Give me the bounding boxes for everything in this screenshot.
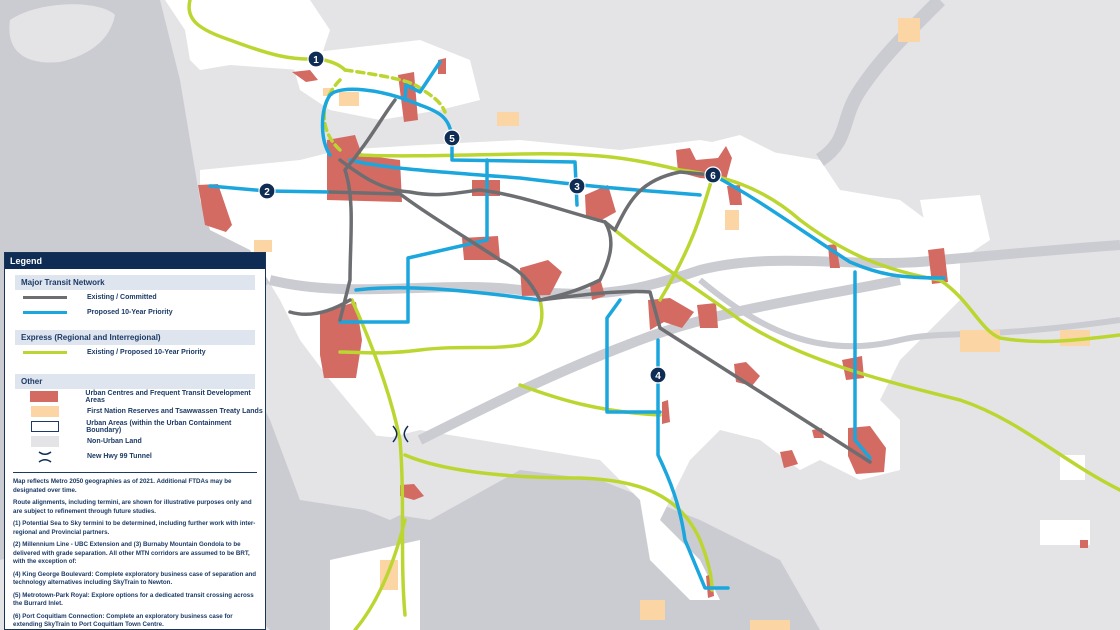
grey-line-swatch [23,296,67,299]
legend-panel: Legend Major Transit Network Existing / … [4,252,266,630]
note-2: Route alignments, including termini, are… [13,499,252,515]
legend-item-non-urban: Non-Urban Land [23,434,265,449]
blue-line-swatch [23,311,67,314]
express-routes [187,0,1120,630]
route-badges: 1 2 3 4 5 6 [258,50,722,384]
legend-item-existing-committed: Existing / Committed [23,290,265,305]
note-1: Map reflects Metro 2050 geographies as o… [13,478,232,494]
legend-title: Legend [5,253,265,269]
legend-section-express: Express (Regional and Interregional) [15,330,255,345]
legend-section-major-transit: Major Transit Network [15,275,255,290]
first-nation-lands [254,18,1090,630]
non-urban-swatch [31,436,59,447]
route-badge-1: 1 [307,50,325,68]
svg-text:6: 6 [710,171,716,182]
urban-area-swatch [30,421,59,432]
legend-item-tunnel: New Hwy 99 Tunnel [23,449,265,464]
note-6: (5) Metrotown-Park Royal: Explore option… [13,591,254,608]
svg-text:5: 5 [449,134,455,145]
note-3: (1) Potential Sea to Sky termini to be d… [13,520,256,536]
route-badge-5: 5 [443,129,461,147]
legend-item-proposed-priority: Proposed 10-Year Priority [23,305,265,320]
proposed-priority-routes [208,60,946,590]
route-badge-2: 2 [258,182,276,200]
svg-text:2: 2 [264,187,270,198]
route-badge-4: 4 [649,366,667,384]
route-badge-3: 3 [568,177,586,195]
svg-text:1: 1 [313,55,319,66]
legend-item-first-nation: First Nation Reserves and Tsawwassen Tre… [23,404,265,419]
green-line-swatch [23,351,67,354]
hwy-99-tunnel-icon [392,425,409,443]
existing-committed-routes [288,98,872,464]
first-nation-swatch [31,406,59,417]
route-badge-6: 6 [704,166,722,184]
tunnel-icon [38,450,52,463]
legend-item-express: Existing / Proposed 10-Year Priority [23,345,265,360]
note-4: (2) Millennium Line - UBC Extension and … [13,541,250,565]
note-7: (6) Port Coquitlam Connection: Complete … [13,612,233,629]
legend-item-urban-centres: Urban Centres and Frequent Transit Devel… [23,389,265,404]
legend-notes: Map reflects Metro 2050 geographies as o… [13,472,257,629]
svg-text:3: 3 [574,182,580,193]
urban-centre-swatch [30,391,59,402]
note-5: (4) King George Boulevard: Complete expl… [13,570,257,587]
legend-item-urban-areas: Urban Areas (within the Urban Containmen… [23,419,265,434]
svg-text:4: 4 [655,371,661,382]
legend-section-other: Other [15,374,255,389]
